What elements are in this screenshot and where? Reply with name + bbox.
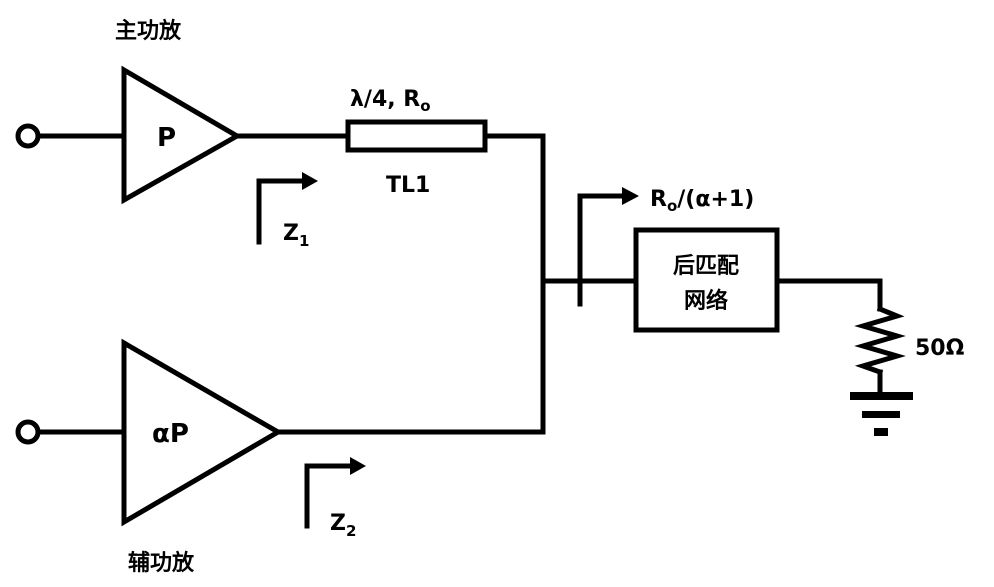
matching-network-box (633, 227, 780, 333)
load-resistor (854, 305, 906, 376)
network-to-load-wire (774, 278, 883, 312)
matching-network-line1: 后匹配 (673, 254, 739, 279)
tl1-element (345, 119, 488, 153)
aux-output-wire (275, 278, 546, 435)
aux-amp-title: 辅功放 (128, 550, 195, 576)
tl1-spec-label: λ/4, Ro (350, 87, 431, 115)
aux-amp-triangle (121, 338, 283, 527)
z2-arrowhead (350, 457, 366, 475)
main-amp-title: 主功放 (115, 18, 182, 44)
load-value-label: 50Ω (915, 336, 965, 361)
z2-arrow (304, 463, 353, 529)
z-out-arrowhead (622, 187, 639, 205)
aux-amp-symbol: αP (152, 419, 189, 449)
z1-label: Z1 (283, 221, 309, 250)
z-out-arrow (577, 193, 625, 307)
aux-input-port (15, 419, 41, 445)
z2-label: Z2 (330, 511, 356, 540)
matching-network-line2: 网络 (684, 288, 728, 314)
main-input-port (15, 123, 41, 149)
main-amp-triangle (121, 65, 243, 205)
tl1-to-junction-wire (482, 133, 546, 284)
z-out-label: Ro/(α+1) (650, 187, 754, 215)
z1-arrow (256, 178, 305, 245)
main-amp-symbol: P (157, 123, 176, 153)
tl1-name-label: TL1 (386, 173, 430, 198)
ground-icon (850, 392, 913, 436)
z1-arrowhead (302, 172, 318, 190)
